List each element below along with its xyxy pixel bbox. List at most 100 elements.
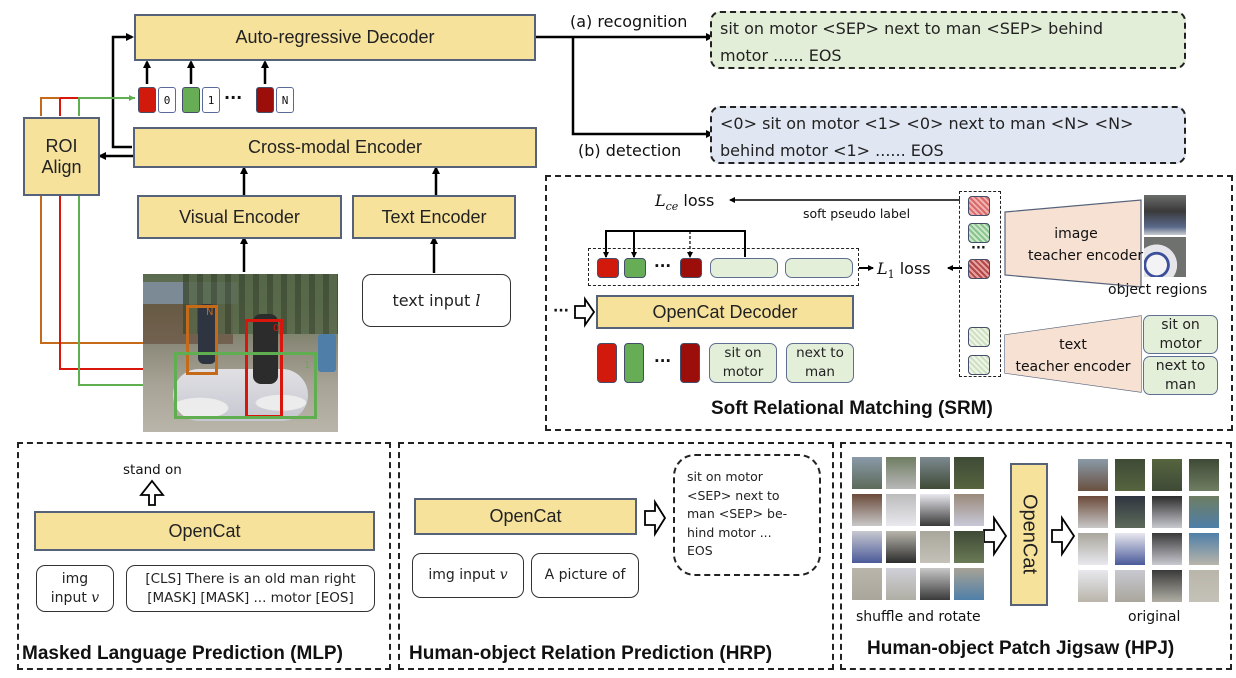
teacher-emb-red	[968, 196, 990, 216]
hollow-arrow-mlp	[139, 479, 165, 506]
image-patch	[1078, 496, 1108, 528]
hollow-arrow-hpj-out	[1051, 515, 1076, 557]
image-patch	[852, 531, 882, 563]
mlp-opencat: OpenCat	[34, 511, 375, 551]
lce-symbol: L	[655, 191, 666, 210]
hrp-prompt-input: A picture of	[531, 553, 639, 598]
hrp-output-box: sit on motor <SEP> next to man <SEP> be-…	[673, 454, 821, 576]
image-patch	[852, 568, 882, 600]
image-motorcycle	[173, 369, 308, 421]
teacher-emb-text-1	[968, 327, 990, 347]
image-patch	[1152, 496, 1182, 528]
soft-pseudo-label-text: soft pseudo label	[803, 206, 911, 221]
image-patch	[1115, 570, 1145, 602]
original-label: original	[1128, 609, 1181, 625]
opencat-decoder-label: OpenCat Decoder	[652, 301, 798, 322]
index-token-0: 0	[158, 87, 176, 113]
hollow-arrow-hpj-in	[983, 515, 1008, 557]
image-patch	[1189, 459, 1219, 491]
bbox-n-label: N	[206, 307, 214, 318]
image-person-seated	[253, 314, 278, 384]
bbox-0-label: 0	[273, 323, 280, 334]
teacher-embedding-group	[959, 191, 1001, 377]
text-input-var: l	[475, 291, 481, 310]
image-patch	[954, 494, 984, 526]
visual-token-n	[256, 87, 274, 113]
image-patch	[886, 531, 916, 563]
image-person-standing	[198, 304, 216, 364]
l1-subscript: 1	[887, 268, 895, 282]
mlp-text-line1: [CLS] There is an old man right	[145, 570, 356, 587]
image-patch	[920, 494, 950, 526]
image-patch	[920, 457, 950, 489]
opencat-decoder: OpenCat Decoder	[596, 295, 854, 329]
visual-token-0	[138, 87, 156, 113]
roi-align: ROI Align	[23, 117, 100, 196]
srm-input-ellipsis: ···	[553, 303, 569, 319]
shuffled-label: shuffle and rotate	[856, 609, 981, 625]
roi-label-line1: ROI	[45, 135, 78, 156]
image-teacher-line1: image	[1054, 226, 1098, 242]
lce-loss-label: Lce loss	[655, 191, 714, 213]
image-teacher-line2: teacher encoder	[1028, 248, 1144, 264]
l1-loss-text: loss	[899, 259, 931, 278]
image-patch	[1115, 496, 1145, 528]
mlp-output-label: stand on	[123, 462, 182, 478]
l1-symbol: L	[877, 259, 888, 278]
bbox-n-orange	[186, 305, 218, 375]
image-patch	[1078, 570, 1108, 602]
teacher-emb-green	[968, 223, 990, 243]
image-patch	[886, 494, 916, 526]
mlp-text-input: [CLS] There is an old man right [MASK] […	[126, 565, 375, 612]
srm-in-token-green	[624, 343, 644, 383]
hrp-output-line: EOS	[687, 543, 713, 558]
visual-encoder: Visual Encoder	[137, 195, 342, 239]
auto-regressive-decoder: Auto-regressive Decoder	[134, 14, 536, 61]
image-patch	[1078, 533, 1108, 565]
roi-label-line2: Align	[41, 156, 82, 177]
image-patch	[1152, 459, 1182, 491]
text-input-box: text input l	[362, 274, 511, 327]
input-image: N 0 1	[143, 274, 338, 432]
recognition-label: (a) recognition	[570, 12, 688, 31]
detection-label: (b) detection	[578, 141, 682, 160]
object-region-person	[1144, 195, 1186, 235]
srm-in-ellipsis: ···	[654, 352, 672, 370]
image-barrel	[318, 334, 336, 372]
index-token-n: N	[276, 87, 294, 113]
image-patch	[1115, 533, 1145, 565]
image-patch	[1189, 570, 1219, 602]
srm-out-token-darkred	[680, 258, 702, 278]
srm-in-text-token-next-to-man: next to man	[786, 343, 854, 383]
srm-title: Soft Relational Matching (SRM)	[711, 398, 993, 419]
teacher-emb-darkred	[968, 259, 990, 279]
image-teacher-label: image teacher encoder	[1028, 223, 1144, 267]
visual-encoder-label: Visual Encoder	[179, 206, 300, 227]
text-encoder: Text Encoder	[352, 195, 516, 239]
hrp-img-input-label: img input	[428, 567, 496, 583]
text-input-label: text input	[392, 291, 471, 310]
detection-line1: <0> sit on motor <1> <0> next to man <N>…	[720, 114, 1134, 133]
srm-panel	[545, 175, 1233, 431]
object-regions-label: object regions	[1108, 282, 1208, 298]
image-patch	[920, 531, 950, 563]
l1-loss-label: L1 loss	[877, 259, 931, 281]
encoder-to-decoder-arrow	[111, 33, 134, 149]
mlp-img-input: img input v	[36, 565, 114, 612]
teacher-emb-ellipsis: ···	[971, 241, 986, 256]
hrp-img-var: v	[499, 567, 508, 583]
image-teacher-encoder	[1005, 200, 1141, 287]
text-teacher-label: text teacher encoder	[1014, 334, 1132, 378]
hrp-title: Human-object Relation Prediction (HRP)	[409, 643, 773, 664]
image-patch	[920, 568, 950, 600]
image-patch	[954, 457, 984, 489]
cross-encoder-label: Cross-modal Encoder	[247, 137, 423, 157]
srm-in-token-red	[597, 343, 617, 383]
mlp-panel	[17, 442, 391, 670]
srm-out-ellipsis: ···	[654, 257, 672, 275]
image-patch	[1189, 533, 1219, 565]
detection-arrow	[571, 37, 714, 138]
detection-output-box: <0> sit on motor <1> <0> next to man <N>…	[710, 106, 1186, 164]
token-ellipsis: ···	[224, 88, 243, 107]
